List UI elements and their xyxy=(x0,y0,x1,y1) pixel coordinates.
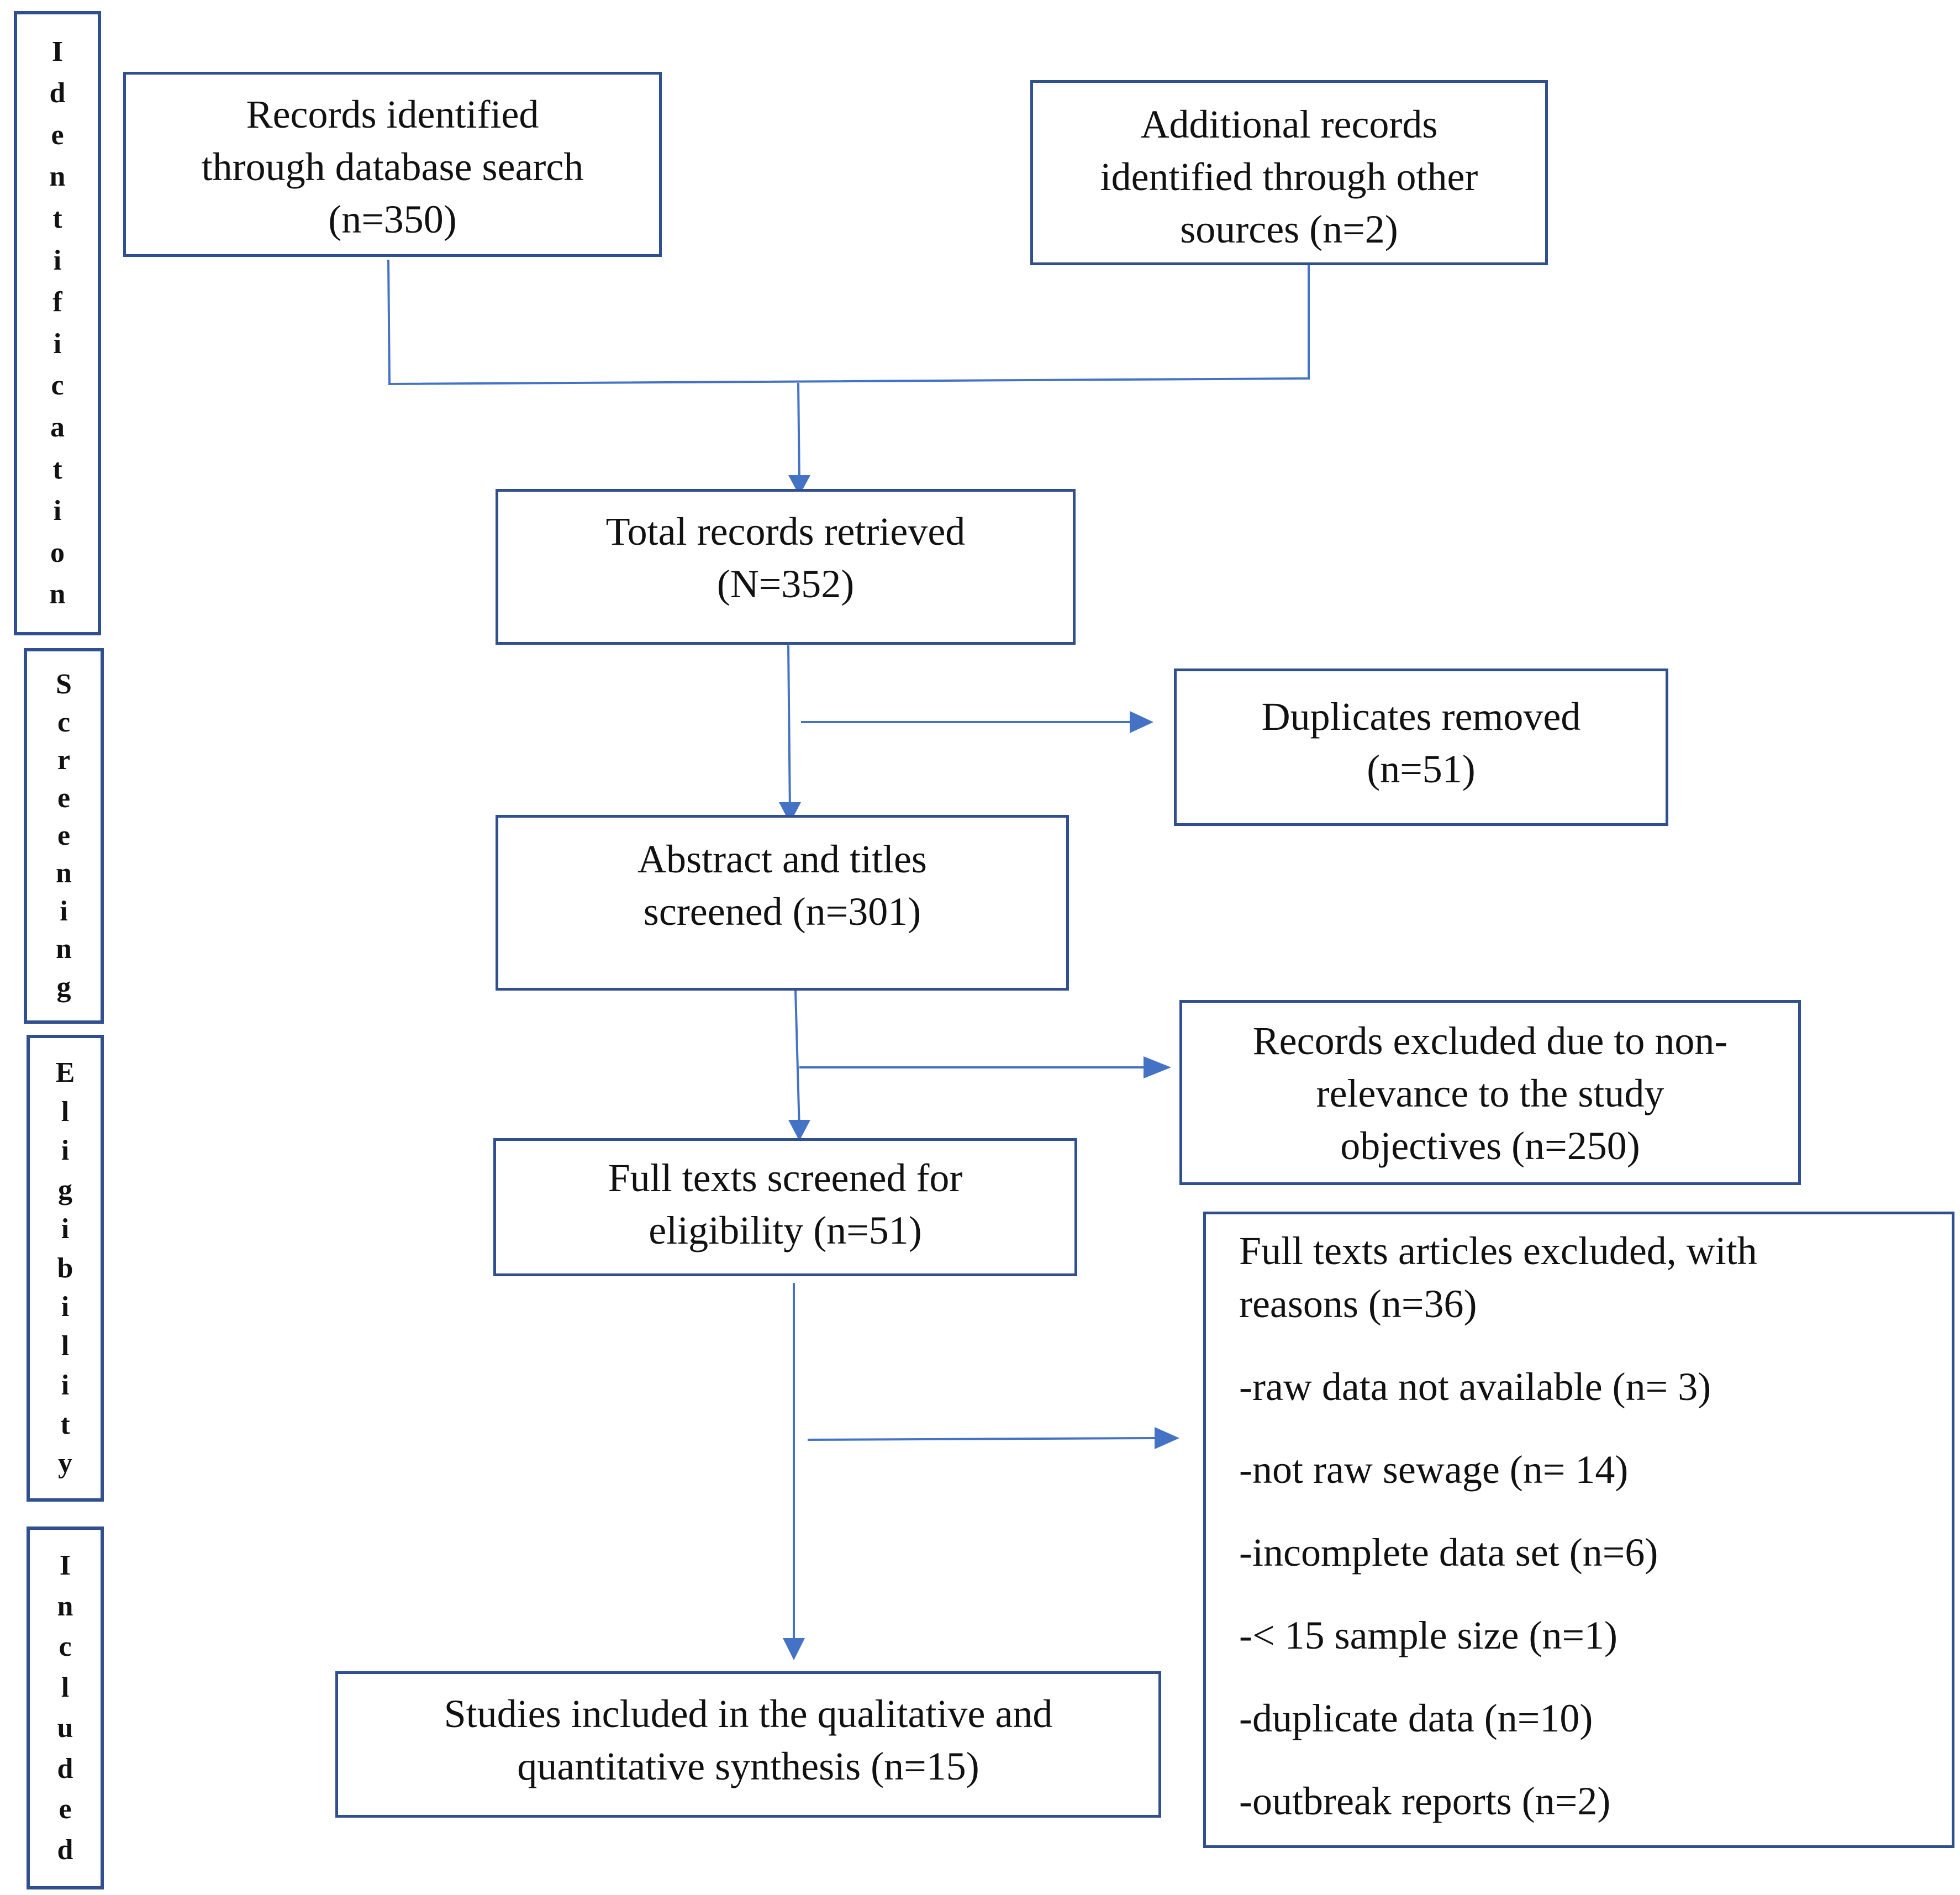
phase-label-letter: e xyxy=(59,1793,72,1825)
arrow-to-abstract-screened xyxy=(787,645,791,813)
phase-label-identification: IdentificationIdentification xyxy=(14,11,101,635)
studies-included-line-1: Studies included in the qualitative and xyxy=(444,1692,1053,1736)
phase-label-letter: e xyxy=(57,819,71,851)
phase-label-letter: l xyxy=(61,1671,70,1703)
excluded-nonrelevance-line-1: Records excluded due to non- xyxy=(1252,1019,1728,1063)
fulltext-screened-line-1: Full texts screened for xyxy=(608,1156,963,1200)
total-retrieved-line-2: (N=352) xyxy=(716,562,855,606)
phase-label-letter: i xyxy=(53,328,62,360)
phase-label-letter: c xyxy=(59,1631,72,1663)
database-search-box: Records identified through database sear… xyxy=(123,72,662,257)
arrowhead-studies-included xyxy=(783,1638,805,1660)
arrowhead-fulltext-excluded xyxy=(1155,1427,1179,1449)
arrow-to-fulltext-excluded xyxy=(807,1437,1158,1441)
phase-label-letter: i xyxy=(61,1213,70,1245)
fulltext-excluded-heading-2: reasons (n=36) xyxy=(1239,1282,1477,1326)
phase-label-letter: a xyxy=(50,411,65,443)
phase-label-letter: i xyxy=(61,1291,70,1323)
abstract-screened-box: Abstract and titles screened (n=301) xyxy=(496,815,1069,991)
phase-label-letter: d xyxy=(57,1834,73,1866)
studies-included-line-2: quantitative synthesis (n=15) xyxy=(517,1744,979,1788)
phase-label-letter: i xyxy=(53,244,62,276)
phase-label-letter: e xyxy=(51,119,64,151)
other-sources-line-1: Additional records xyxy=(1140,102,1438,146)
phase-label-letter: i xyxy=(61,1369,70,1401)
arrowhead-abstract-screened xyxy=(779,802,801,823)
excluded-nonrelevance-line-2: relevance to the study xyxy=(1316,1071,1664,1115)
fulltext-excluded-box: Full texts articles excluded, with reaso… xyxy=(1203,1212,1954,1848)
database-search-line-2: through database search xyxy=(201,145,584,189)
phase-label-letter: t xyxy=(52,453,62,485)
other-sources-line-3: sources (n=2) xyxy=(1180,207,1398,251)
phase-label-letter: o xyxy=(50,536,65,568)
fulltext-screened-box: Full texts screened for eligibility (n=5… xyxy=(493,1138,1077,1276)
phase-label-letter: u xyxy=(57,1712,73,1744)
exclusion-reason: -outbreak reports (n=2) xyxy=(1239,1779,1611,1823)
merge-connector xyxy=(387,259,1310,386)
database-search-line-3: (n=350) xyxy=(328,197,457,241)
excluded-nonrelevance-box: Records excluded due to non- relevance t… xyxy=(1179,1000,1801,1185)
arrowhead-duplicates-removed xyxy=(1130,711,1153,733)
total-retrieved-line-1: Total records retrieved xyxy=(605,509,966,554)
phase-label-letter: r xyxy=(57,744,71,776)
fulltext-excluded-heading-1: Full texts articles excluded, with xyxy=(1239,1229,1757,1273)
phase-label-letter: t xyxy=(52,202,62,234)
phase-label-included: IncludedIncluded xyxy=(27,1526,104,1889)
phase-label-letter: n xyxy=(49,578,66,610)
duplicates-removed-line-2: (n=51) xyxy=(1367,747,1476,791)
exclusion-reason: -not raw sewage (n= 14) xyxy=(1239,1447,1629,1492)
exclusion-reason: -duplicate data (n=10) xyxy=(1239,1696,1593,1740)
other-sources-box: Additional records identified through ot… xyxy=(1030,80,1548,265)
phase-label-letter: b xyxy=(57,1252,73,1284)
excluded-nonrelevance-line-3: objectives (n=250) xyxy=(1340,1124,1640,1168)
exclusion-reason: -incomplete data set (n=6) xyxy=(1239,1530,1658,1575)
abstract-screened-line-1: Abstract and titles xyxy=(637,837,927,881)
arrowhead-total-retrieved xyxy=(788,475,810,496)
phase-label-letter: S xyxy=(56,668,72,701)
exclusion-reason-list: -raw data not available (n= 3) -not raw … xyxy=(1239,1360,1952,1828)
other-sources-line-2: identified through other xyxy=(1100,155,1478,199)
phase-label-letter: f xyxy=(52,286,62,318)
duplicates-removed-line-1: Duplicates removed xyxy=(1261,694,1581,739)
phase-label-letter: E xyxy=(55,1056,75,1088)
phase-label-letter: c xyxy=(51,370,64,402)
phase-label-letter: y xyxy=(58,1447,72,1480)
phase-label-letter: d xyxy=(57,1752,73,1785)
phase-label-letter: t xyxy=(60,1408,70,1440)
exclusion-reason: -raw data not available (n= 3) xyxy=(1239,1365,1711,1409)
phase-label-letter: l xyxy=(61,1096,70,1128)
database-search-line-1: Records identified xyxy=(246,92,539,136)
phase-label-letter: i xyxy=(53,495,62,527)
phase-label-letter: e xyxy=(57,782,71,814)
exclusion-reason: -< 15 sample size (n=1) xyxy=(1239,1613,1618,1657)
phase-label-letter: c xyxy=(57,706,71,738)
phase-label-letter: n xyxy=(56,933,72,965)
phase-label-letter: i xyxy=(61,1135,70,1167)
phase-label-letter: I xyxy=(59,1550,71,1582)
arrow-to-fulltext-screened xyxy=(794,990,800,1130)
phase-label-screening: ScreeningScreening xyxy=(24,648,104,1024)
phase-label-letter: I xyxy=(51,35,64,67)
phase-label-letter: n xyxy=(49,161,66,193)
abstract-screened-line-2: screened (n=301) xyxy=(643,889,921,934)
arrowhead-excluded-nonrelevance xyxy=(1144,1056,1171,1078)
studies-included-box: Studies included in the qualitative and … xyxy=(335,1671,1161,1818)
phase-label-letter: g xyxy=(56,971,71,1003)
total-retrieved-box: Total records retrieved (N=352) xyxy=(496,489,1076,645)
fulltext-screened-line-2: eligibility (n=51) xyxy=(649,1208,922,1252)
phase-label-letter: d xyxy=(49,77,66,109)
phase-label-letter: n xyxy=(57,1590,73,1622)
phase-label-letter: g xyxy=(58,1174,72,1206)
duplicates-removed-box: Duplicates removed (n=51) xyxy=(1174,668,1668,826)
phase-label-letter: n xyxy=(56,857,72,889)
arrow-to-total-retrieved xyxy=(797,382,800,484)
phase-label-eligibility: EligibilityEligibility xyxy=(27,1035,104,1502)
phase-label-letter: l xyxy=(61,1330,70,1362)
arrowhead-fulltext-screened xyxy=(788,1120,810,1141)
phase-label-letter: i xyxy=(60,895,68,927)
